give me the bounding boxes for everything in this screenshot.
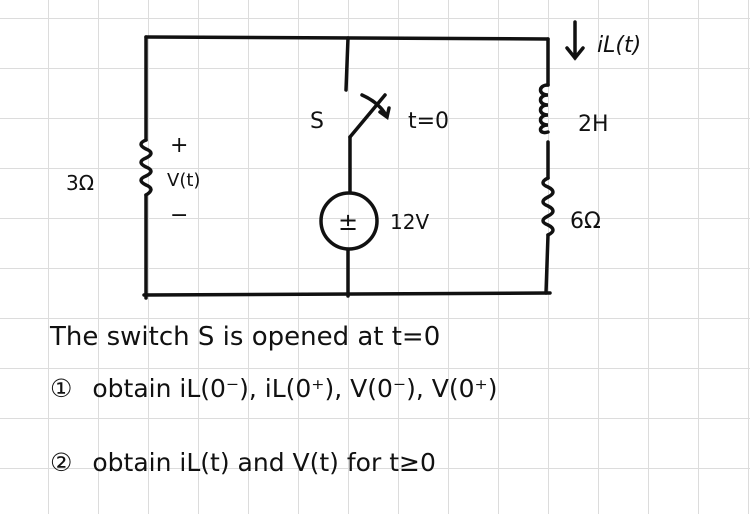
switch-arrow <box>360 93 391 120</box>
question-2-marker: ② <box>50 448 73 477</box>
source-value-label: 12V <box>390 210 429 234</box>
switch-time-label: t=0 <box>408 109 449 134</box>
question-1-text: obtain iL(0⁻), iL(0⁺), V(0⁻), V(0⁺) <box>92 374 498 403</box>
question-2-text: obtain iL(t) and V(t) for t≥0 <box>92 448 436 477</box>
question-2: ② obtain iL(t) and V(t) for t≥0 <box>50 448 436 477</box>
inductor-value-label: 2H <box>578 112 609 137</box>
voltage-source-symbol <box>319 191 379 251</box>
resistor-3ohm-symbol <box>139 138 153 197</box>
switch-label: S <box>310 109 324 134</box>
resistor-6ohm-symbol <box>541 176 555 237</box>
middle-wire <box>344 36 352 298</box>
voltage-plus-label: + <box>170 133 188 158</box>
current-label: iL(t) <box>597 33 641 58</box>
current-arrow-icon <box>565 20 585 61</box>
right-wire <box>544 37 550 295</box>
inductor-symbol <box>538 83 550 135</box>
resistor-3ohm-label: 3Ω <box>66 171 94 195</box>
question-1: ① obtain iL(0⁻), iL(0⁺), V(0⁻), V(0⁺) <box>50 374 497 403</box>
switch-blade <box>348 93 387 139</box>
voltage-label: V(t) <box>167 170 200 191</box>
voltage-minus-label: − <box>170 203 188 228</box>
resistor-6ohm-label: 6Ω <box>570 209 601 234</box>
question-1-marker: ① <box>50 374 73 403</box>
source-polarity-label: ± <box>338 208 358 236</box>
problem-statement: The switch S is opened at t=0 <box>50 322 441 352</box>
